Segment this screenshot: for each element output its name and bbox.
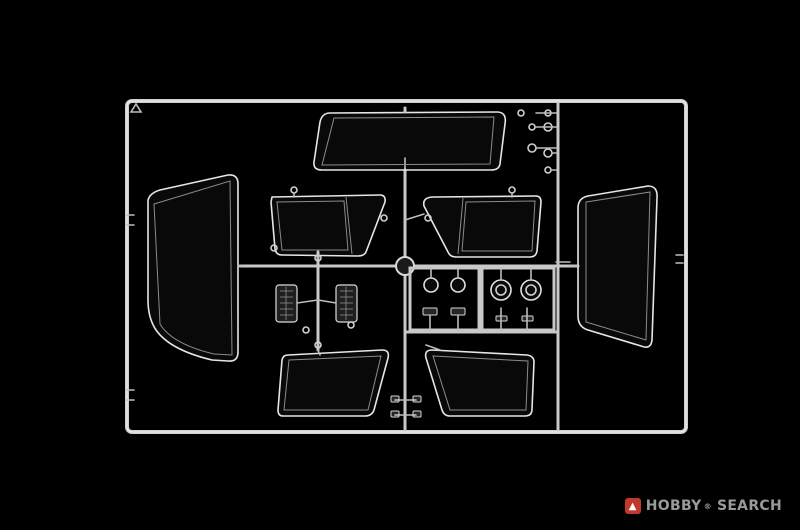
watermark-registered-mark: ® xyxy=(703,501,712,511)
small-lens-tabs xyxy=(422,307,534,331)
windshield-part xyxy=(313,111,507,171)
lower-left-window-part xyxy=(277,349,390,417)
right-side-window-part xyxy=(569,185,658,348)
watermark-brand-first: HOBBY xyxy=(645,498,702,514)
hobbysearch-watermark: ▲ HOBBY® SEARCH xyxy=(624,498,782,514)
right-door-window-part xyxy=(404,186,542,258)
bottom-small-parts xyxy=(390,395,422,418)
central-runners xyxy=(238,157,580,432)
left-side-window-part xyxy=(147,174,245,362)
small-round-parts-column xyxy=(403,106,571,263)
round-light-lenses xyxy=(423,267,542,301)
watermark-brand-second: SEARCH xyxy=(716,498,782,514)
headlamp-lens-left-part xyxy=(275,284,319,323)
lower-right-window-part xyxy=(424,344,535,417)
headlamp-lens-right-part xyxy=(302,284,358,349)
hobbysearch-logo-icon: ▲ xyxy=(624,498,641,514)
left-door-window-part xyxy=(270,186,388,263)
